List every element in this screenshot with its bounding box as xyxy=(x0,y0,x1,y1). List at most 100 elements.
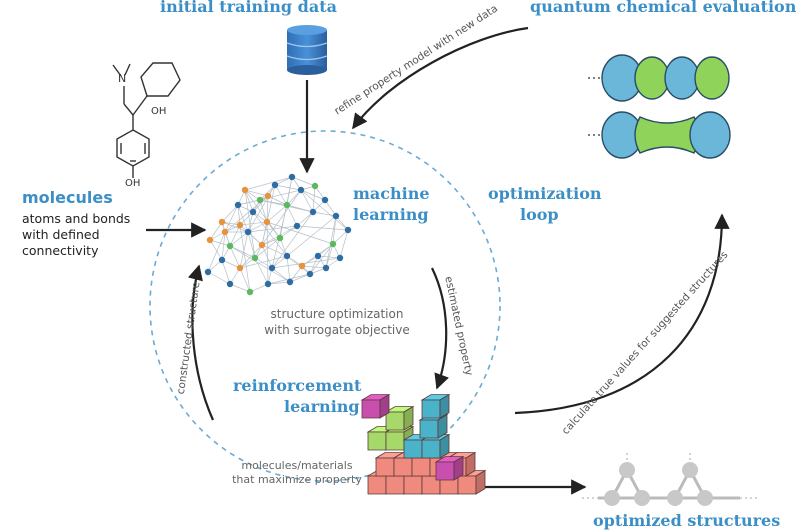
rl-cube-face xyxy=(361,399,381,419)
network-node xyxy=(283,201,291,209)
optimization-loop-title-1: optimization xyxy=(488,184,602,203)
network-edge xyxy=(239,221,268,226)
network-node xyxy=(264,192,272,200)
network-edge xyxy=(229,245,291,283)
rl-cube-face xyxy=(385,411,405,431)
arrow-estimated-property xyxy=(431,267,449,390)
network-node xyxy=(311,182,319,190)
rl-cube-face xyxy=(411,457,431,477)
network-node xyxy=(256,196,264,204)
initial-training-data-title: initial training data xyxy=(160,0,337,16)
network-edge xyxy=(239,224,263,246)
molecule-atom-n: N xyxy=(118,72,127,85)
network-edge xyxy=(229,283,251,293)
rl-cube-face xyxy=(439,393,450,419)
network-edge xyxy=(261,244,273,269)
network-node xyxy=(309,208,317,216)
network-edge xyxy=(286,255,291,283)
rl-cube-face xyxy=(437,413,448,439)
network-node xyxy=(249,208,257,216)
optimized-structures-title: optimized structures xyxy=(593,511,781,530)
network-edge xyxy=(266,221,334,245)
structure-optimization-caption-2: with surrogate objective xyxy=(264,323,410,337)
network-edge xyxy=(279,237,288,257)
network-node xyxy=(236,221,244,229)
network-edge xyxy=(237,204,249,233)
network-edge xyxy=(239,244,263,269)
network-node xyxy=(288,173,296,181)
network-edge xyxy=(324,199,337,217)
rl-cube-face xyxy=(367,431,387,451)
network-node xyxy=(322,264,330,272)
network-edge xyxy=(207,231,226,273)
rl-cube-face xyxy=(465,451,476,477)
network-node xyxy=(258,241,266,249)
network-edge xyxy=(332,229,349,245)
network-edge xyxy=(237,199,261,206)
rl-cube-face xyxy=(403,475,423,495)
network-node xyxy=(276,234,284,242)
network-node xyxy=(314,252,322,260)
network-node xyxy=(234,201,242,209)
rl-cube-face xyxy=(379,393,390,419)
network-edge xyxy=(317,255,341,259)
network-node xyxy=(329,240,337,248)
network-node xyxy=(221,228,229,236)
network-edge xyxy=(259,184,276,201)
network-edge xyxy=(267,195,288,206)
network-node xyxy=(336,254,344,262)
optimization-loop-title-2: loop xyxy=(520,205,559,224)
network-node xyxy=(226,242,234,250)
rl-cube-face xyxy=(421,439,441,459)
network-edge xyxy=(312,211,337,217)
network-edge xyxy=(252,211,288,257)
rl-cube-stack xyxy=(360,393,487,495)
network-node xyxy=(321,196,329,204)
network-edge xyxy=(291,176,316,187)
rl-cube-face xyxy=(393,457,413,477)
network-edge xyxy=(296,225,349,231)
network-node xyxy=(293,222,301,230)
network-edge xyxy=(244,176,293,191)
network-node xyxy=(286,278,294,286)
reinforcement-learning-title-1: reinforcement xyxy=(233,376,362,395)
network-edge xyxy=(239,267,251,293)
maximize-property-caption-2: that maximize property xyxy=(232,473,362,486)
network-node xyxy=(297,186,305,194)
optimized-structure-graph xyxy=(582,450,760,506)
molecules-desc-line-3: connectivity xyxy=(22,243,99,258)
maximize-property-caption-1: molecules/materials xyxy=(241,459,353,472)
network-edge xyxy=(286,215,337,257)
network-edge xyxy=(261,244,288,257)
network-edge xyxy=(286,189,302,206)
molecules-title: molecules xyxy=(22,188,113,207)
arrow-refine-model xyxy=(352,26,529,130)
network-edge xyxy=(300,189,326,201)
network-edge xyxy=(254,257,269,285)
network-edge xyxy=(229,245,256,259)
network-edge xyxy=(221,231,226,261)
network-edge xyxy=(247,184,276,233)
network-edge xyxy=(267,281,291,285)
molecule-structure xyxy=(112,62,181,178)
machine-learning-title-1: machine xyxy=(353,184,430,203)
network-edge xyxy=(325,243,334,269)
reinforcement-learning-title-2: learning xyxy=(284,397,360,416)
rl-cube-face xyxy=(435,461,455,481)
network-edge xyxy=(296,211,314,227)
network-node xyxy=(206,236,214,244)
network-node xyxy=(268,264,276,272)
network-edge xyxy=(254,237,281,259)
rl-cube-face xyxy=(475,469,486,495)
network-edge xyxy=(266,204,288,223)
network-edge xyxy=(247,211,254,233)
network-node xyxy=(218,256,226,264)
network-edge xyxy=(254,257,273,269)
network-edge xyxy=(271,211,314,269)
structure-optimization-caption-1: structure optimization xyxy=(270,307,404,321)
rl-cube-face xyxy=(421,399,441,419)
network-node xyxy=(283,252,291,260)
rl-cube-face xyxy=(385,475,405,495)
network-edge xyxy=(224,204,239,233)
